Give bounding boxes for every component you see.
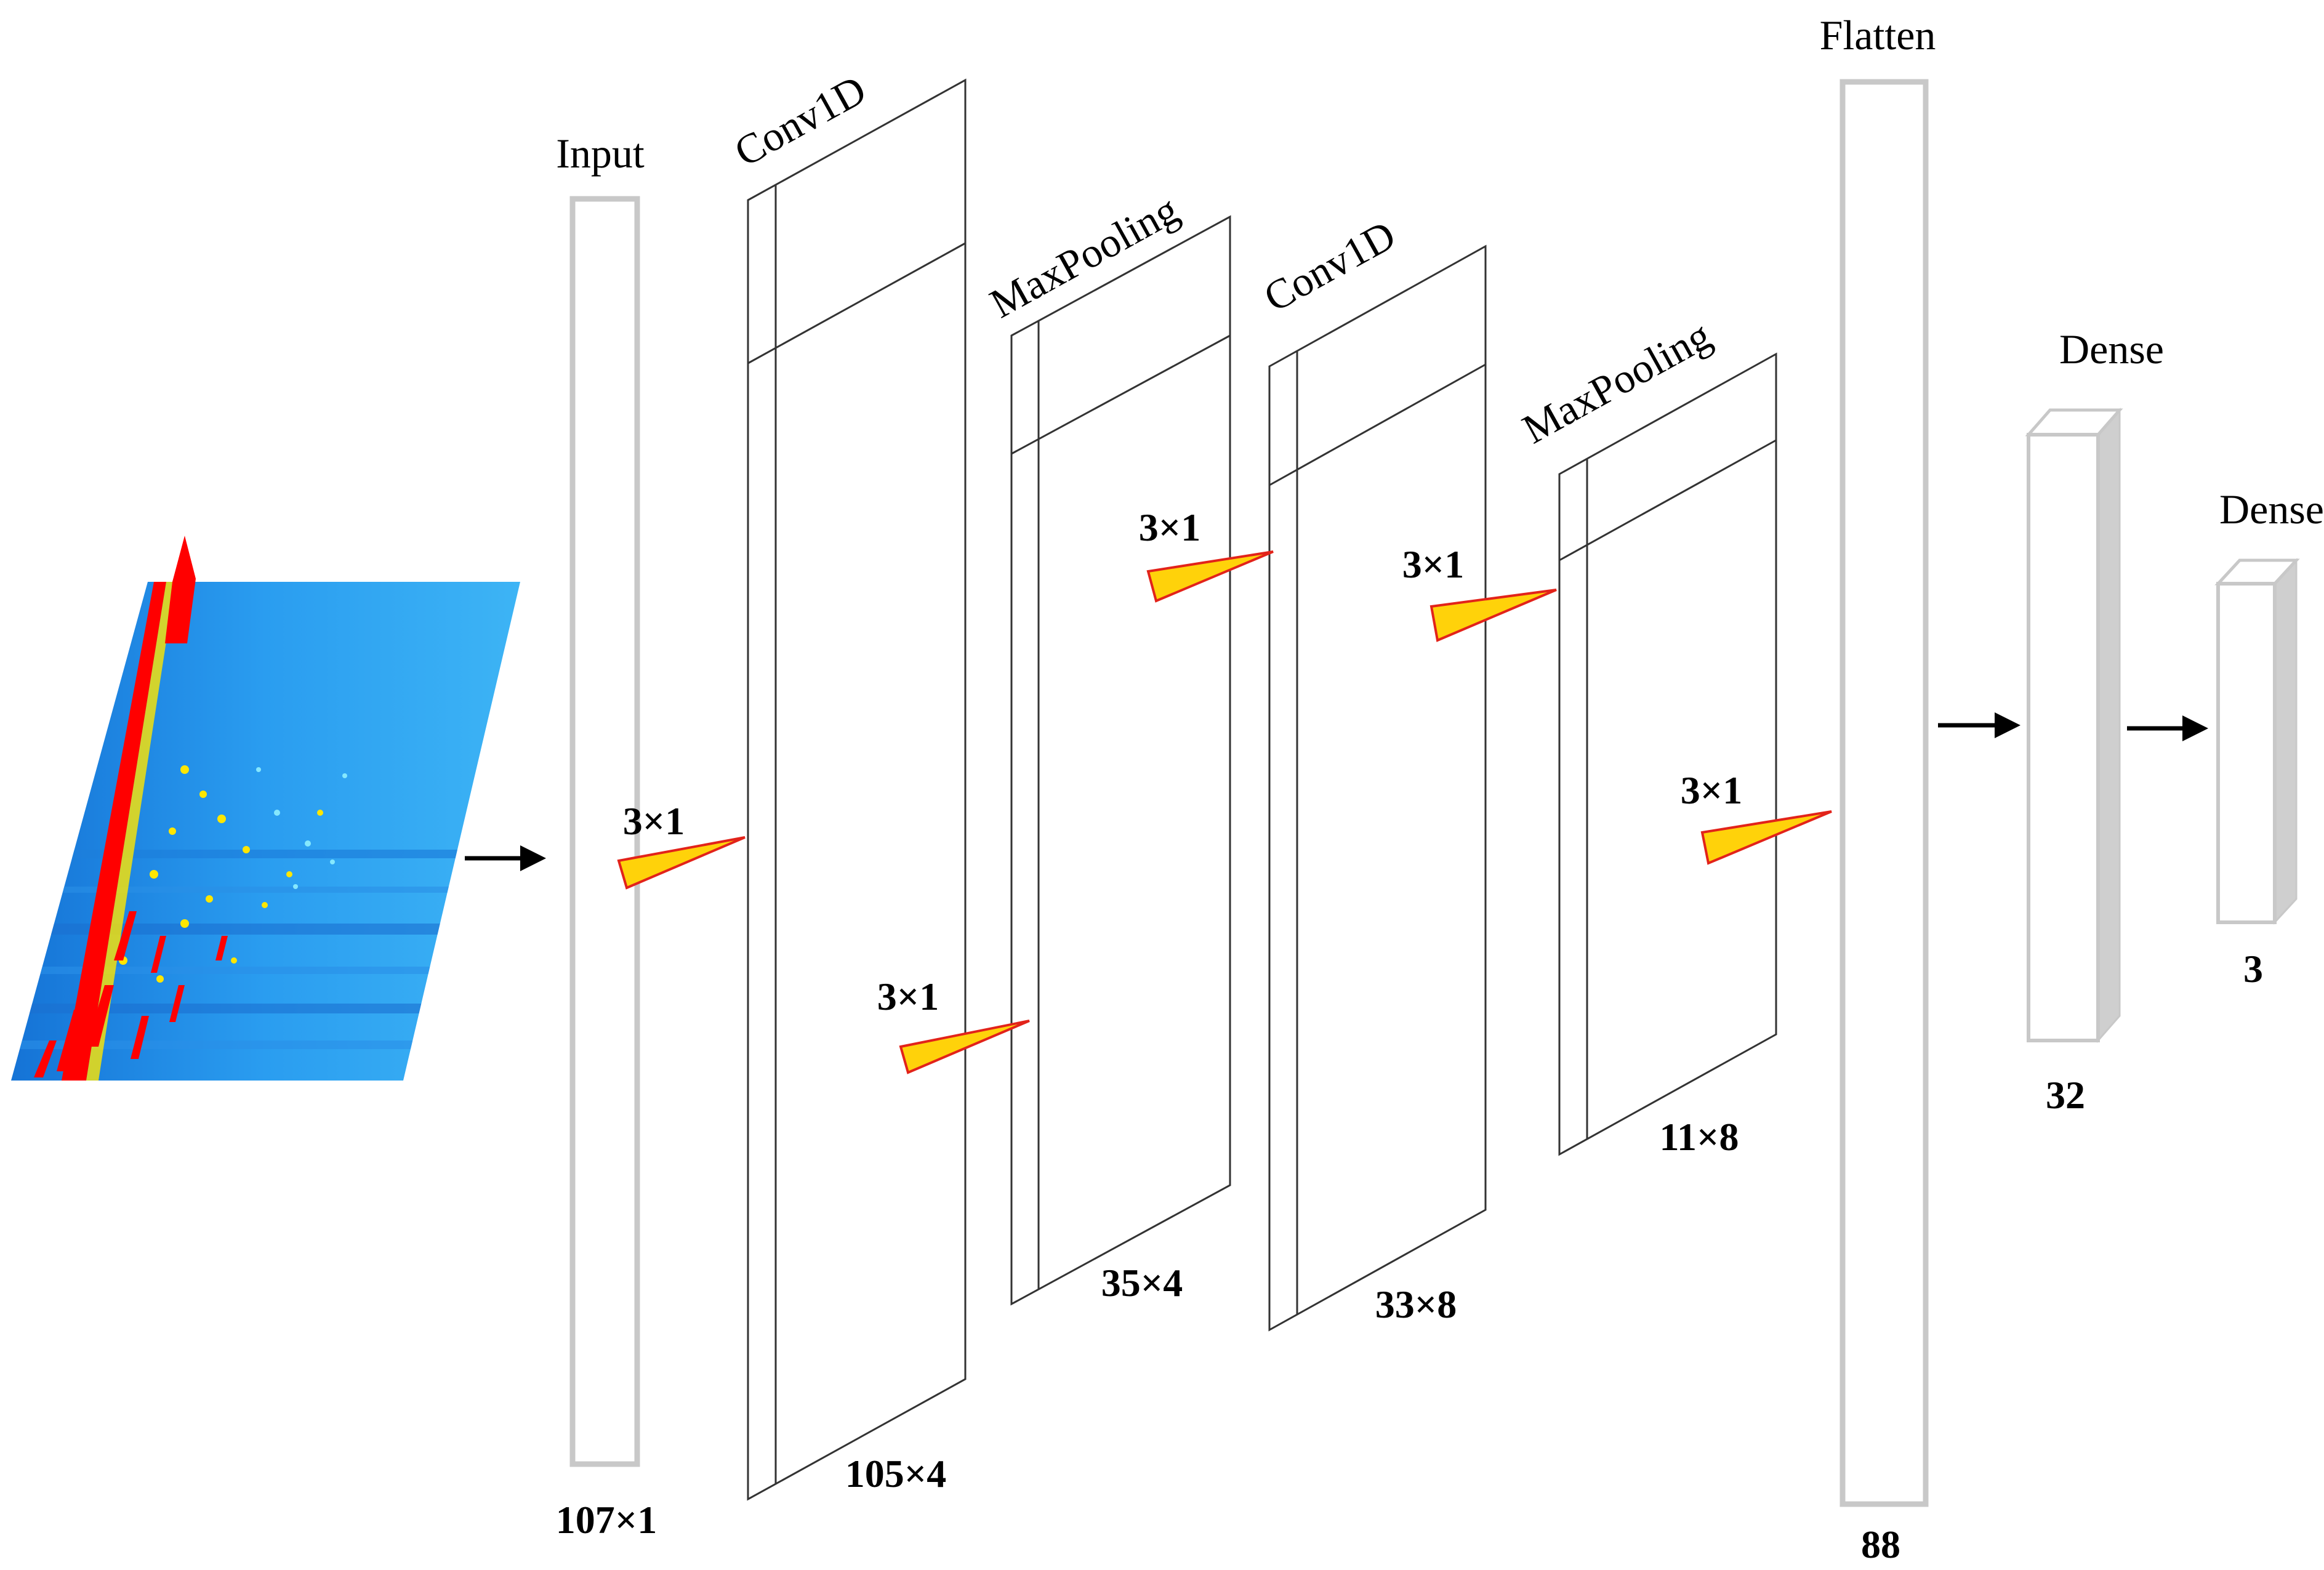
- flatten-layer-box: [1839, 79, 1929, 1507]
- flatten-layer: Flatten 88: [1820, 12, 1936, 1566]
- input-layer-title: Input: [556, 130, 645, 177]
- kernel-3-label: 3×1: [1139, 505, 1200, 549]
- dense-layer-1: Dense 32: [2025, 326, 2164, 1117]
- input-layer-box: [569, 196, 640, 1467]
- dense-layer-2-title: Dense: [2219, 486, 2324, 533]
- maxpooling-layer-1-dims: 35×4: [1101, 1261, 1183, 1305]
- flatten-layer-title: Flatten: [1820, 12, 1936, 58]
- dense-layer-2: Dense 3: [2214, 486, 2324, 991]
- kernel-2: 3×1: [877, 975, 1030, 1074]
- kernel-1-label: 3×1: [623, 799, 685, 843]
- kernel-4: 3×1: [1402, 542, 1557, 642]
- input-layer-dims: 107×1: [556, 1498, 657, 1542]
- input-chromatogram-image: [11, 536, 520, 1081]
- kernel-1: 3×1: [617, 799, 746, 890]
- conv1d-layer-1: Conv1D 105×4: [726, 66, 967, 1501]
- conv1d-layer-2: Conv1D 33×8: [1256, 211, 1487, 1332]
- flatten-layer-dims: 88: [1861, 1523, 1900, 1566]
- maxpooling-layer-2-dims: 11×8: [1660, 1115, 1739, 1159]
- input-layer: Input 107×1: [556, 130, 657, 1542]
- kernel-2-label: 3×1: [877, 975, 939, 1018]
- dense-layer-2-dims: 3: [2243, 947, 2263, 991]
- conv1d-layer-1-dims: 105×4: [845, 1452, 946, 1496]
- conv1d-layer-2-dims: 33×8: [1375, 1282, 1457, 1326]
- kernel-3: 3×1: [1139, 505, 1274, 603]
- maxpooling-layer-2: MaxPooling 11×8: [1514, 312, 1777, 1159]
- kernel-5-label: 3×1: [1681, 768, 1742, 812]
- dense-layer-1-dims: 32: [2046, 1073, 2085, 1117]
- kernel-4-label: 3×1: [1402, 542, 1464, 586]
- dense-layer-1-title: Dense: [2059, 326, 2164, 372]
- kernel-5: 3×1: [1681, 768, 1832, 865]
- maxpooling-layer-1: MaxPooling 35×4: [982, 186, 1231, 1306]
